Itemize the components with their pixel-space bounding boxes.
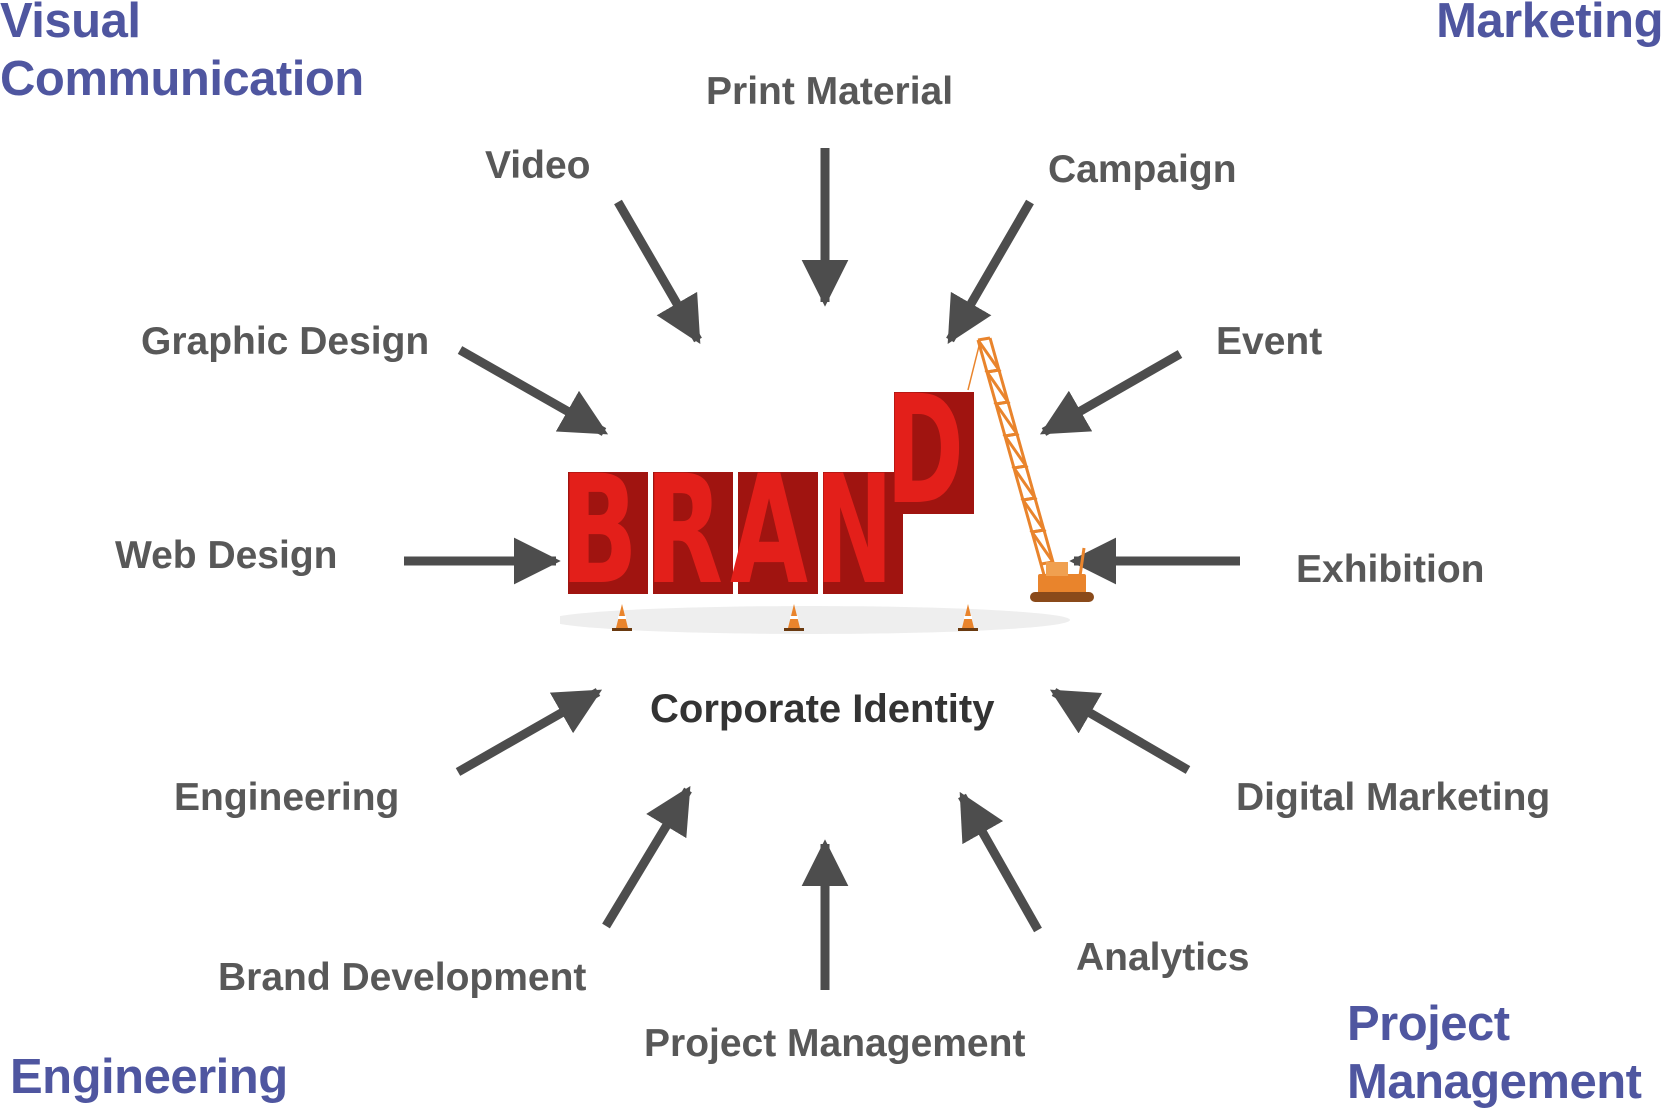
- label-web-design: Web Design: [115, 534, 338, 577]
- brand-illustration: B R A N D: [560, 336, 1094, 634]
- label-graphic-design: Graphic Design: [141, 320, 430, 363]
- label-analytics: Analytics: [1076, 936, 1250, 979]
- ground-shadow: [560, 606, 1070, 634]
- label-exhibition: Exhibition: [1296, 548, 1485, 591]
- corner-line: Management: [1347, 1055, 1642, 1109]
- brand-letter: D: [886, 364, 964, 538]
- arrow-analytics: [958, 791, 1042, 933]
- label-digital-marketing: Digital Marketing: [1236, 776, 1551, 819]
- arrow-campaign: [946, 199, 1034, 345]
- crane-icon: [967, 336, 1094, 602]
- corner-line: Communication: [0, 52, 364, 106]
- brand-letter: N: [815, 444, 893, 618]
- label-brand-development: Brand Development: [218, 956, 587, 999]
- corner-visual-communication: Visual Communication: [0, 0, 364, 108]
- arrow-graphic-design: [457, 346, 609, 436]
- corner-project-management: Project Management: [1347, 995, 1642, 1111]
- label-campaign: Campaign: [1048, 148, 1237, 191]
- brand-letter: A: [730, 444, 808, 618]
- corporate-identity-caption: Corporate Identity: [650, 687, 995, 731]
- corner-marketing: Marketing: [1436, 0, 1663, 50]
- label-event: Event: [1216, 320, 1323, 363]
- traffic-cone-icon: [958, 604, 978, 631]
- corner-line: Visual: [0, 0, 141, 48]
- arrow-engineering: [455, 688, 603, 776]
- label-print-material: Print Material: [706, 70, 954, 113]
- traffic-cone-icon: [784, 604, 804, 631]
- corner-line: Engineering: [10, 1050, 288, 1104]
- label-engineering: Engineering: [174, 776, 400, 819]
- label-video: Video: [485, 144, 591, 187]
- arrow-brand-development: [602, 785, 692, 929]
- arrow-digital-marketing: [1049, 688, 1191, 774]
- brand-word: B R A N D: [560, 364, 964, 618]
- brand-letter: R: [645, 444, 723, 618]
- label-project-management: Project Management: [644, 1022, 1026, 1065]
- arrow-event: [1039, 350, 1183, 436]
- arrow-video: [614, 199, 702, 345]
- corner-engineering: Engineering: [10, 1048, 288, 1106]
- brand-letter: B: [560, 444, 638, 618]
- traffic-cone-icon: [612, 604, 632, 631]
- corner-line: Marketing: [1436, 0, 1663, 48]
- corner-line: Project: [1347, 997, 1510, 1051]
